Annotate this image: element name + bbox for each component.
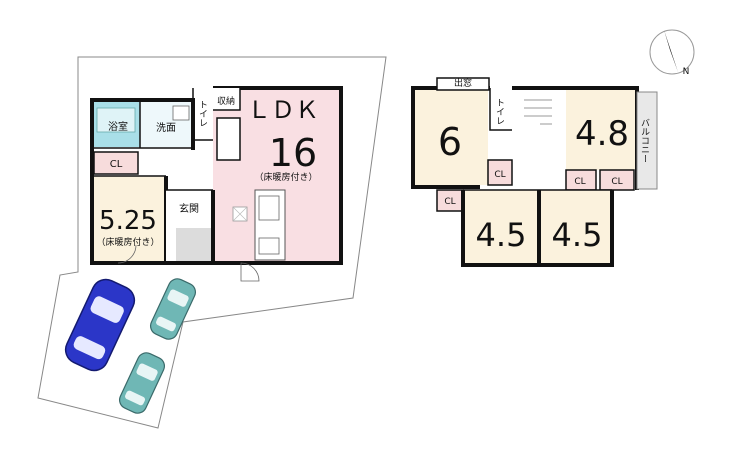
bath-label: 浴室	[108, 120, 128, 133]
fridge-mark	[232, 206, 248, 222]
room-48-fill	[566, 88, 636, 170]
compass-arrow-icon	[664, 30, 678, 72]
room-48-size: 4.8	[575, 114, 629, 154]
room-door-arc	[117, 244, 137, 264]
cl-2f-d-box	[599, 169, 635, 191]
room-6-fill	[413, 88, 488, 185]
cl-1f-label: CL	[110, 159, 123, 170]
cl-2f-a-fill	[488, 160, 512, 185]
toilet-2f-label: トイレ	[494, 98, 505, 125]
entrance-walls	[166, 190, 215, 265]
balcony	[636, 91, 658, 190]
wash-label: 洗面	[156, 122, 176, 134]
room-45a-size: 4.5	[476, 216, 527, 254]
cl-2f-d-fill	[600, 170, 634, 190]
kitchen-stove	[258, 237, 280, 255]
toilet-1f-label: トイレ	[197, 100, 208, 127]
second-floor	[411, 77, 658, 267]
toilet-2f-fill	[490, 88, 512, 130]
car-blue	[64, 278, 136, 372]
ldk-note: （床暖房付き）	[254, 171, 317, 183]
compass-label: N	[683, 67, 690, 77]
room-45b-fill	[540, 190, 612, 263]
ldk-label: ＬＤＫ	[247, 96, 319, 124]
cl-2f-a-label: CL	[494, 170, 505, 180]
wash-basin	[172, 105, 190, 121]
front-door-arc	[240, 262, 260, 282]
cl-2f-c-label: CL	[574, 177, 585, 187]
room-525-note: （床暖房付き）	[96, 236, 159, 248]
bay-window	[436, 77, 490, 91]
compass: N	[649, 29, 695, 77]
cl-2f-b-label: CL	[444, 197, 455, 207]
bath-tub	[96, 107, 136, 133]
storage-fill	[213, 88, 240, 110]
cl-2f-a-box	[487, 159, 513, 186]
ldk-walls	[213, 86, 343, 265]
entrance-label: 玄関	[179, 202, 199, 215]
room-6-size: 6	[438, 120, 462, 164]
car-teal-2	[118, 352, 166, 414]
stair-treads	[524, 99, 552, 125]
storage-walls	[213, 88, 241, 111]
kitchen-sink	[258, 195, 280, 221]
balcony-label: バルコニー	[639, 118, 650, 163]
car-teal-1	[149, 278, 197, 340]
storage-label: 収納	[217, 95, 235, 107]
cl-2f-c-fill	[566, 170, 596, 190]
stair-2f	[514, 88, 564, 140]
first-floor	[90, 86, 343, 282]
wet-area-walls	[90, 98, 195, 150]
bay-label: 出窓	[454, 77, 472, 89]
toilet-2f-walls	[489, 88, 512, 131]
room-45a-fill	[463, 190, 538, 263]
cl-2f-d-label: CL	[611, 177, 622, 187]
toilet-1f-fill	[193, 88, 213, 138]
room-45b-size: 4.5	[552, 216, 603, 254]
room-525-fill	[92, 176, 164, 263]
stair-1f	[216, 117, 241, 161]
room-525-size: 5.25	[99, 206, 157, 236]
entrance-floor	[176, 228, 211, 263]
cl-1f-fill	[94, 152, 138, 174]
cl-2f-b-fill	[437, 190, 463, 211]
ldk-size: 16	[269, 131, 317, 175]
